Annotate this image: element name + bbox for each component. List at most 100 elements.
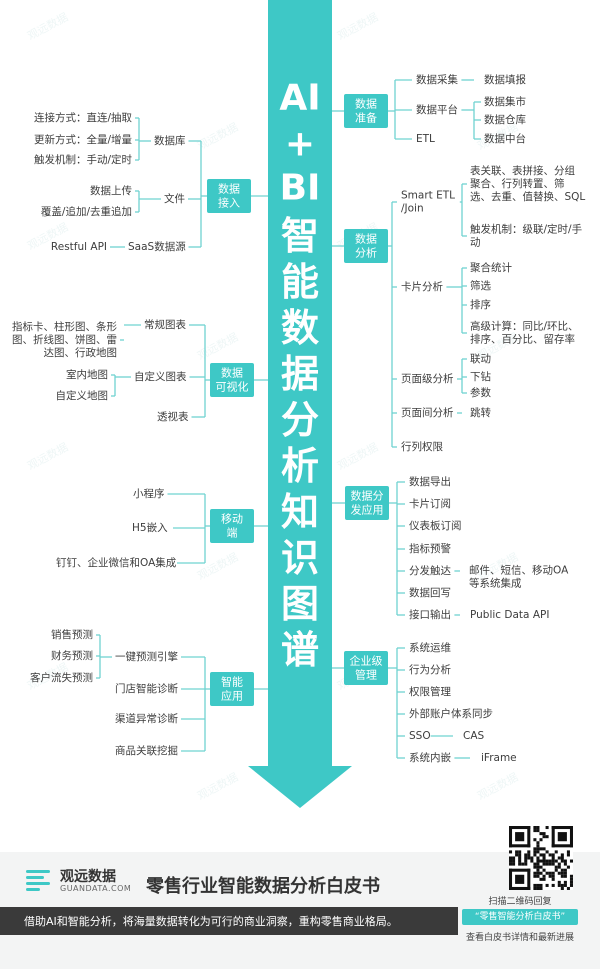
watermark-text: 观远数据 (335, 10, 380, 43)
subnode-label: 常规图表 (144, 318, 186, 331)
central-title-char: 智 (281, 214, 319, 258)
central-title-char: + (285, 124, 315, 165)
qr-detail: 查看白皮书详情和最新进展 (465, 933, 574, 943)
leaf-label: CAS (463, 730, 485, 742)
category-label: 数据 (355, 232, 377, 246)
subnode-label: 行列权限 (401, 440, 443, 453)
category-label: 可视化 (216, 380, 249, 394)
subnode-label: Smart ETL (401, 190, 455, 202)
leaf-label: 触发机制：手动/定时 (34, 153, 133, 166)
subnode-label: 小程序 (133, 487, 165, 500)
qr-keyword: “零售智能分析白皮书” (462, 909, 578, 925)
leaf-label: 选、去重、值替换、SQL (470, 190, 585, 203)
subnode-label: SSO (409, 730, 431, 742)
leaf-label: Public Data API (470, 609, 549, 621)
subnode-label: /Join (401, 203, 424, 215)
subnode-label: 卡片分析 (401, 280, 443, 293)
subnode-label: 文件 (164, 192, 185, 205)
tagline-bar (0, 907, 458, 935)
watermark-text: 观远数据 (195, 330, 240, 363)
leaf-label: 联动 (470, 353, 491, 365)
central-title-char: 析 (281, 444, 319, 488)
leaf-label: 财务预测 (51, 649, 93, 662)
leaf-label: Restful API (51, 241, 107, 253)
whitepaper-title: 零售行业智能数据分析白皮书 (146, 876, 380, 897)
knowledge-map-diagram: 观远数据观远数据观远数据观远数据观远数据观远数据观远数据观远数据观远数据观远数据… (12, 0, 585, 808)
leaf-label: 排序 (470, 298, 491, 311)
central-title-char: 分 (281, 398, 319, 442)
category-label: 应用 (221, 689, 243, 703)
leaf-label: 邮件、短信、移动OA (469, 564, 569, 577)
leaf-label: 等系统集成 (469, 577, 522, 590)
category-node (344, 229, 388, 263)
leaf-label: 触发机制：级联/定时/手 (470, 223, 582, 236)
leaf-label: 跳转 (470, 406, 491, 419)
guandata-logo-icon (26, 870, 50, 891)
watermark-text: 观远数据 (335, 440, 380, 473)
category-label: 数据 (221, 366, 243, 380)
category-label: 准备 (355, 111, 377, 125)
leaf-label: 聚合、行列转置、筛 (470, 177, 565, 190)
leaf-label: 连接方式：直连/抽取 (34, 111, 133, 124)
central-title-char: 图 (281, 582, 319, 626)
leaf-label: 数据集市 (484, 95, 526, 108)
leaf-label: 数据中台 (484, 132, 526, 145)
watermark-text: 观远数据 (195, 550, 240, 583)
subnode-label: 系统内嵌 (409, 751, 451, 764)
subnode-label: 数据平台 (416, 103, 458, 116)
category-label: 企业级 (350, 654, 383, 668)
subnode-label: 卡片订阅 (409, 497, 451, 510)
qr-hint: 扫描二维码回复 (488, 897, 552, 907)
leaf-label: 达图、行政地图 (44, 346, 118, 359)
leaf-label: 动 (470, 237, 481, 249)
central-title-char: 知 (281, 490, 319, 534)
leaf-label: 下钻 (470, 370, 491, 383)
leaf-label: 聚合统计 (470, 261, 512, 274)
leaf-label: 表关联、表拼接、分组 (470, 164, 575, 177)
qr-code-icon[interactable] (509, 826, 573, 890)
tagline: 借助AI和智能分析，将海量数据转化为可行的商业洞察，重构零售商业格局。 (24, 915, 398, 928)
subnode-label: SaaS数据源 (128, 240, 186, 253)
subnode-label: 数据采集 (416, 73, 458, 86)
subnode-label: 指标预警 (409, 542, 451, 555)
leaf-label: iFrame (481, 752, 517, 764)
subnode-label: 渠道异常诊断 (115, 712, 178, 725)
central-arrow (248, 0, 352, 808)
leaf-label: 室内地图 (66, 368, 108, 381)
category-node (345, 486, 389, 520)
watermark-text: 观远数据 (25, 440, 70, 473)
watermark-text: 观远数据 (25, 10, 70, 43)
category-node (210, 672, 254, 706)
subnode-label: ETL (416, 133, 435, 145)
subnode-label: 分发触达 (409, 564, 451, 577)
subnode-label: 数据导出 (409, 475, 451, 488)
subnode-label: 页面级分析 (401, 372, 454, 385)
leaf-label: 数据仓库 (484, 113, 526, 126)
subnode-label: H5嵌入 (132, 522, 168, 534)
leaf-label: 覆盖/追加/去重追加 (41, 205, 132, 218)
category-node (210, 509, 254, 543)
category-node (344, 94, 388, 128)
subnode-label: 接口输出 (409, 608, 451, 621)
leaf-label: 排序、百分比、留存率 (470, 333, 575, 346)
leaf-label: 高级计算：同比/环比、 (470, 320, 579, 333)
leaf-label: 客户流失预测 (30, 671, 93, 684)
central-title-char: BI (280, 168, 321, 209)
subnode-label: 数据库 (154, 134, 186, 147)
category-label: 管理 (355, 668, 377, 682)
category-label: 发应用 (351, 503, 384, 517)
central-title-char: 据 (281, 352, 319, 396)
category-label: 数据分 (351, 489, 384, 503)
leaf-label: 筛选 (470, 279, 491, 292)
subnode-label: 门店智能诊断 (115, 682, 178, 695)
subnode-label: 透视表 (157, 410, 189, 423)
category-label: 分析 (355, 246, 377, 260)
logo-name: 观远数据 (60, 869, 116, 885)
subnode-label: 外部账户体系同步 (409, 707, 493, 720)
central-title-char: AI (279, 78, 320, 119)
leaf-label: 自定义地图 (56, 389, 109, 402)
central-title-char: 识 (281, 536, 319, 580)
watermark-text: 观远数据 (195, 770, 240, 803)
leaf-label: 销售预测 (51, 628, 93, 641)
